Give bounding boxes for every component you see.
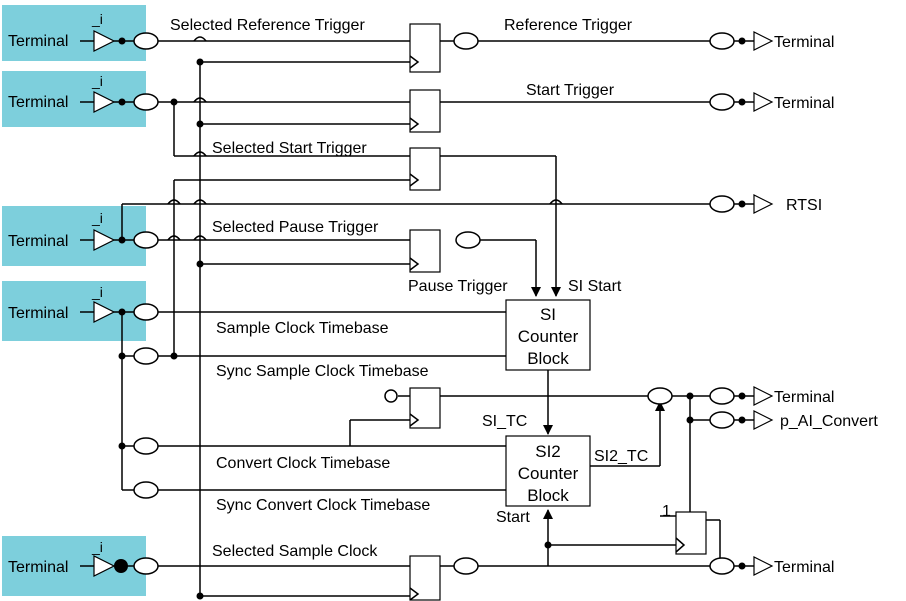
label-convert-clock-timebase: Convert Clock Timebase (216, 455, 390, 472)
label-start-trigger: Start Trigger (526, 82, 615, 99)
block-line: Counter (518, 327, 579, 346)
terminal-sub: _i (91, 73, 103, 89)
terminal-sub: _i (91, 11, 103, 27)
output-terminal-convert: Terminal (774, 389, 834, 406)
block-line: Block (527, 349, 569, 368)
label-one: 1 (662, 503, 671, 520)
buffer-icon (753, 92, 774, 112)
input-terminal-1: Terminal _i (2, 5, 146, 61)
buffer-icon (753, 31, 774, 51)
terminal-sub: _i (91, 210, 103, 226)
ovals (133, 32, 735, 575)
terminal-label: Terminal (8, 233, 68, 250)
input-terminal-2: Terminal _i (2, 71, 146, 127)
label-sync-convert-clock-timebase: Sync Convert Clock Timebase (216, 497, 430, 514)
label-selected-pause-trigger: Selected Pause Trigger (212, 219, 379, 236)
label-sample-clock-timebase: Sample Clock Timebase (216, 320, 389, 337)
label-selected-reference-trigger: Selected Reference Trigger (170, 17, 365, 34)
terminal-label: Terminal (8, 94, 68, 111)
buffer-icon (753, 556, 774, 576)
label-start: Start (496, 509, 530, 526)
terminal-label: Terminal (8, 33, 68, 50)
label-si-start: SI Start (568, 278, 622, 295)
terminal-label: Terminal (8, 559, 68, 576)
output-terminals: Terminal Terminal RTSI Terminal p_AI_Con… (738, 31, 878, 576)
terminal-label: Terminal (8, 305, 68, 322)
label-si2-tc: SI2_TC (594, 448, 648, 465)
label-reference-trigger: Reference Trigger (504, 17, 633, 34)
label-pause-trigger: Pause Trigger (408, 278, 508, 295)
output-terminal-start: Terminal (774, 95, 834, 112)
label-sync-sample-clock-timebase: Sync Sample Clock Timebase (216, 363, 429, 380)
block-line: Counter (518, 464, 579, 483)
label-si-tc: SI_TC (482, 413, 527, 430)
output-terminal-sample: Terminal (774, 559, 834, 576)
signal-labels: Selected Reference Trigger Reference Tri… (170, 17, 671, 560)
input-terminal-3: Terminal _i (2, 206, 146, 266)
buffer-icon (753, 386, 774, 406)
output-terminal-reference: Terminal (774, 34, 834, 51)
output-terminal-pai-convert: p_AI_Convert (780, 413, 878, 430)
buffer-icon (753, 410, 774, 430)
block-line: SI2 (535, 442, 561, 461)
terminal-sub: _i (91, 539, 103, 555)
si2-counter-block: SI2 Counter Block (505, 435, 591, 507)
label-selected-sample-clock: Selected Sample Clock (212, 543, 378, 560)
si-counter-block: SI Counter Block (505, 299, 591, 371)
flip-flops (409, 23, 707, 601)
block-line: Block (527, 486, 569, 505)
output-terminal-rtsi: RTSI (786, 197, 822, 214)
label-selected-start-trigger: Selected Start Trigger (212, 140, 367, 157)
terminal-sub: _i (91, 284, 103, 300)
block-line: SI (540, 305, 556, 324)
buffer-icon (753, 194, 774, 214)
input-terminal-4: Terminal _i (2, 281, 146, 341)
